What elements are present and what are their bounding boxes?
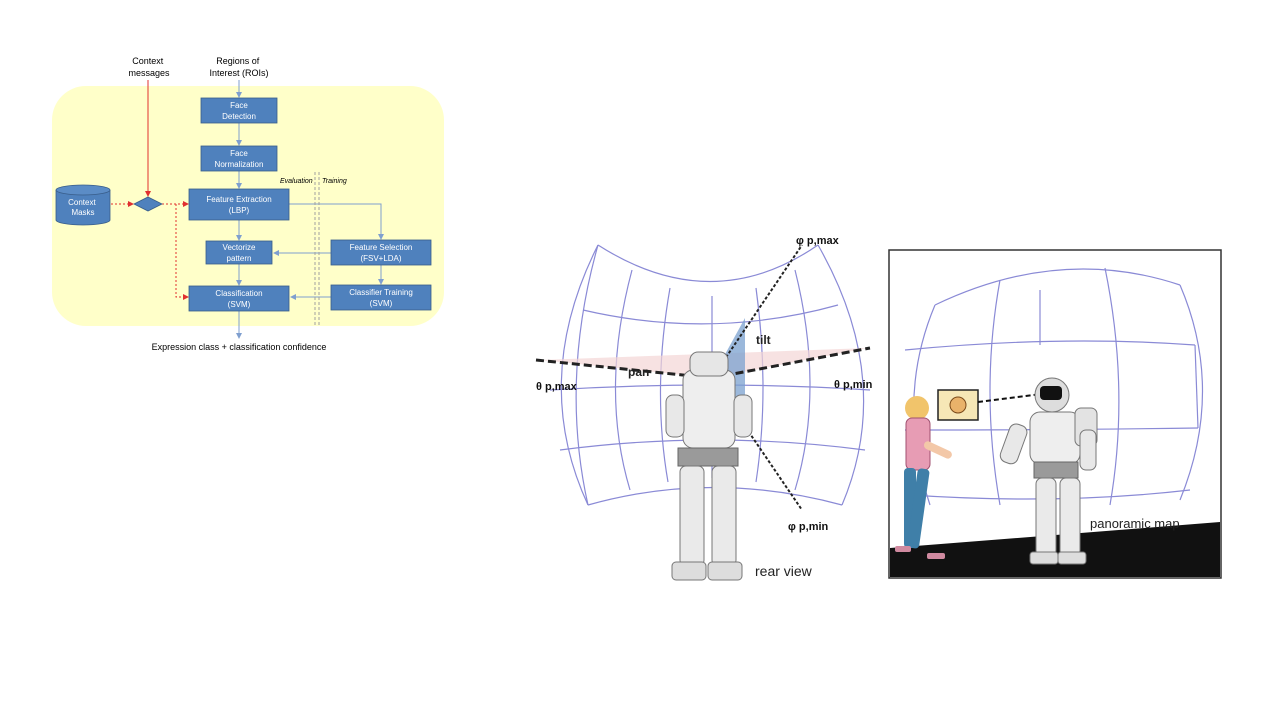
theta-max-line <box>535 358 713 380</box>
flowchart: Context messages Regions of Interest (RO… <box>52 56 444 352</box>
context-merge-diamond <box>133 196 163 212</box>
rois-label: Regions of Interest (ROIs) <box>209 56 268 78</box>
tilt-wedge <box>712 318 745 420</box>
phi-max-label: φ p,max <box>796 235 840 247</box>
theta-max-label: θ p,max <box>536 381 578 393</box>
arrow-diamond-to-classification <box>175 204 189 300</box>
svg-text:Feature Selection(FSV+LDA): Feature Selection(FSV+LDA) <box>350 243 413 263</box>
classifier-training-node: Classifier Training(SVM) <box>330 284 432 311</box>
robot-front <box>999 377 1098 565</box>
evaluation-label: Evaluation <box>280 178 313 185</box>
classification-node: Classification(SVM) <box>188 285 290 312</box>
theta-min-line <box>711 346 871 380</box>
face-roi-face <box>949 396 967 414</box>
svg-text:Context Masks: Context Masks <box>68 198 98 217</box>
panoramic-map-caption: panoramic map <box>1090 516 1180 531</box>
feature-selection-node: Feature Selection(FSV+LDA) <box>330 239 432 266</box>
gaze-line <box>977 393 1043 403</box>
theta-min-label: θ p,min <box>834 379 873 391</box>
context-messages-label: Context messages <box>128 56 170 78</box>
pan-label: pan <box>628 365 649 379</box>
svg-text:Classification(SVM): Classification(SVM) <box>215 289 262 309</box>
rear-view-caption: rear view <box>755 563 813 579</box>
panoramic-map-illustration: panoramic map <box>888 249 1222 579</box>
training-label: Training <box>322 178 347 185</box>
girl-figure <box>895 396 952 559</box>
output-label: Expression class + classification confid… <box>152 342 327 352</box>
robot-rear <box>665 351 753 581</box>
feature-extraction-node: Feature Extraction(LBP) <box>188 188 290 221</box>
svg-text:Feature Extraction(LBP): Feature Extraction(LBP) <box>206 195 271 215</box>
rear-view-illustration: φ p,max φ p,min θ p,max θ p,min pan tilt… <box>535 235 873 581</box>
arrow-extraction-to-selection <box>289 203 384 240</box>
context-masks-node: Context Masks <box>55 184 111 226</box>
tilt-label: tilt <box>756 333 771 347</box>
svg-text:Classifier Training(SVM): Classifier Training(SVM) <box>349 288 413 308</box>
phi-min-label: φ p,min <box>788 521 829 533</box>
